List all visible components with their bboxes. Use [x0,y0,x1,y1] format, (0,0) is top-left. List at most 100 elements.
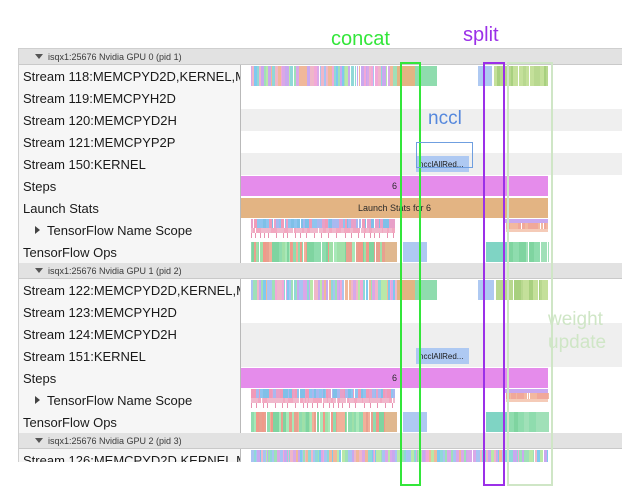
timeline-row-track[interactable]: ncclAllRed... [241,345,622,367]
timeline-row[interactable]: Stream 126:MEMCPYD2D,KERNEL,MI [19,449,622,462]
timeline-row-label[interactable]: Stream 126:MEMCPYD2D,KERNEL,MI [19,449,241,462]
trace-block[interactable] [355,403,356,408]
trace-block[interactable] [392,403,393,408]
trace-block[interactable] [351,233,352,238]
trace-slice[interactable] [257,450,260,462]
timeline-row-track[interactable] [241,279,622,301]
gpu-group-header[interactable]: isqx1:25676 Nvidia GPU 0 (pid 1) [19,49,622,65]
trace-block[interactable] [370,233,371,238]
trace-slice[interactable] [328,412,331,432]
timeline-row-label[interactable]: Stream 119:MEMCPYH2D [19,87,241,109]
trace-block[interactable] [328,233,329,238]
trace-block[interactable] [275,403,276,408]
trace-slice[interactable] [358,389,361,398]
trace-block[interactable] [314,233,315,238]
trace-block[interactable] [415,66,437,86]
timeline-row-track[interactable] [241,241,622,263]
trace-block[interactable] [333,403,334,408]
trace-slice[interactable] [305,219,309,228]
chevron-right-icon[interactable] [35,226,40,234]
timeline-row-label[interactable]: Stream 123:MEMCPYH2D [19,301,241,323]
trace-slice[interactable] [290,66,293,86]
gpu-group-header[interactable]: isqx1:25676 Nvidia GPU 1 (pid 2) [19,263,622,279]
timeline-row-label[interactable]: Launch Stats [19,197,241,219]
steps-bar[interactable]: 6 [241,176,548,196]
trace-slice[interactable] [276,219,278,228]
trace-block[interactable] [506,399,548,402]
trace-slice[interactable] [351,66,354,86]
trace-block[interactable] [345,233,346,238]
nccl-allreduce-block[interactable]: ncclAllRed... [416,156,469,172]
trace-block[interactable] [379,233,380,238]
trace-slice[interactable] [310,280,313,300]
trace-block[interactable] [358,233,359,238]
trace-block[interactable] [321,233,322,238]
trace-slice[interactable] [345,280,348,300]
timeline-row-track[interactable] [241,323,622,345]
timeline-row-track[interactable] [241,219,622,241]
trace-slice[interactable] [394,219,395,228]
timeline-row-label[interactable]: TensorFlow Ops [19,411,241,433]
trace-block[interactable] [307,403,308,408]
timeline-row-label[interactable]: Steps [19,367,241,389]
steps-bar[interactable]: 6 [241,368,548,388]
timeline-row[interactable]: Stream 150:KERNEL ncclAllRed... [19,153,622,175]
trace-block[interactable] [478,66,492,86]
trace-slice[interactable] [263,450,266,462]
trace-block[interactable] [393,233,394,238]
timeline-row[interactable]: Stream 121:MEMCPYP2P [19,131,622,153]
trace-block[interactable] [251,403,252,408]
trace-block[interactable] [268,233,269,238]
trace-block[interactable] [370,403,371,408]
timeline-row[interactable]: TensorFlow Ops [19,411,622,433]
trace-block[interactable] [312,403,313,408]
timeline-row-track[interactable]: 6 [241,175,622,197]
timeline-row-label[interactable]: Stream 124:MEMCPYD2H [19,323,241,345]
chevron-down-icon[interactable] [35,268,43,273]
trace-block[interactable] [385,412,397,432]
trace-block[interactable] [486,412,508,432]
trace-slice[interactable] [469,450,473,462]
chevron-down-icon[interactable] [35,438,43,443]
trace-slice[interactable] [513,66,518,86]
trace-block[interactable] [403,242,427,262]
nccl-allreduce-block[interactable]: ncclAllRed... [416,348,469,364]
trace-block[interactable] [295,403,296,408]
timeline-row[interactable]: Stream 124:MEMCPYD2H [19,323,622,345]
trace-block[interactable] [295,233,296,238]
trace-block[interactable] [397,280,417,300]
trace-block[interactable] [349,403,350,408]
timeline-row[interactable]: Stream 122:MEMCPYD2D,KERNEL,MI [19,279,622,301]
timeline-row-track[interactable] [241,449,622,462]
trace-slice[interactable] [541,242,547,262]
trace-slice[interactable] [359,219,362,228]
timeline-row[interactable]: Stream 120:MEMCPYD2H [19,109,622,131]
trace-block[interactable] [329,403,330,408]
trace-slice[interactable] [290,228,293,233]
trace-block[interactable] [251,233,252,238]
trace-block[interactable] [303,403,304,408]
trace-slice[interactable] [393,398,395,403]
timeline-row-track[interactable] [241,65,622,87]
trace-block[interactable] [342,403,343,408]
trace-block[interactable] [385,242,397,262]
trace-slice[interactable] [257,219,260,228]
trace-block[interactable] [282,403,283,408]
timeline-row[interactable]: TensorFlow Name Scope [19,219,622,241]
trace-block[interactable] [267,403,268,408]
trace-block[interactable] [387,233,388,238]
timeline-row[interactable]: TensorFlow Ops [19,241,622,263]
timeline-row-track[interactable] [241,389,622,411]
trace-block[interactable] [403,412,427,432]
trace-viewer[interactable]: isqx1:25676 Nvidia GPU 0 (pid 1) Stream 1… [18,48,622,462]
timeline-row[interactable]: TensorFlow Name Scope [19,389,622,411]
timeline-row-label[interactable]: Stream 150:KERNEL [19,153,241,175]
trace-block[interactable] [364,233,365,238]
chevron-right-icon[interactable] [35,396,40,404]
timeline-row[interactable]: Stream 119:MEMCPYH2D [19,87,622,109]
trace-block[interactable] [306,233,307,238]
trace-block[interactable] [287,403,288,408]
